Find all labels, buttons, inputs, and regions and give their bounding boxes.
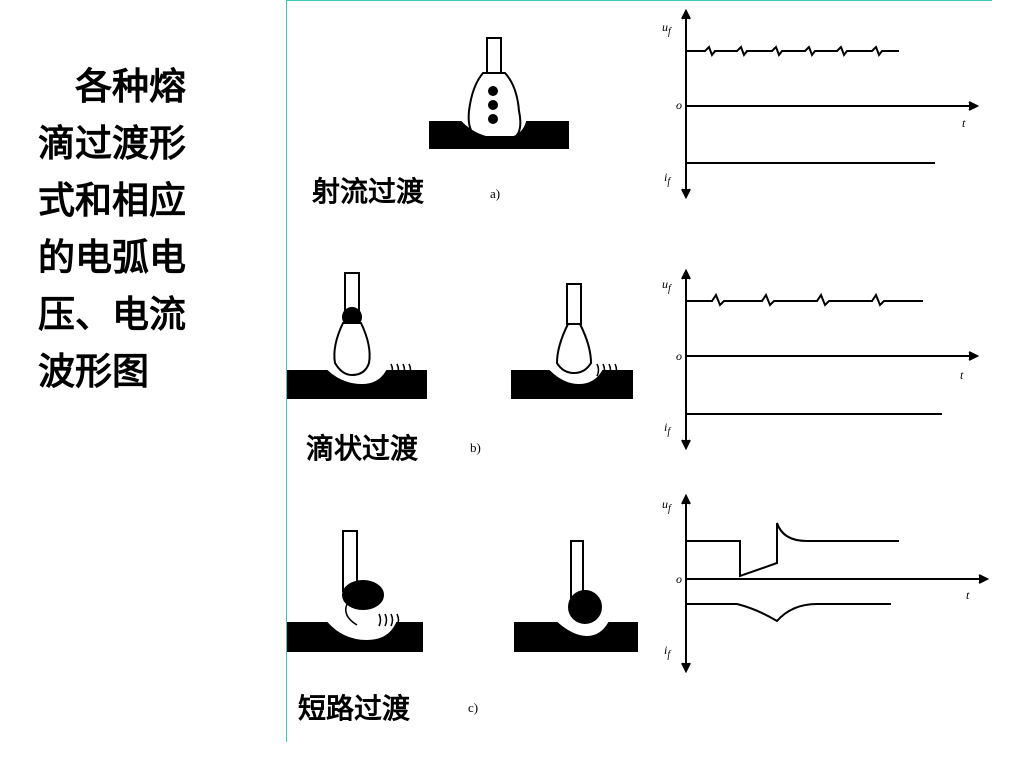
origin-label: o	[676, 349, 682, 363]
panel-a-tag: a)	[490, 186, 501, 201]
side-title-line: 的电弧电	[38, 235, 186, 279]
side-title: 各种熔 滴过渡形 式和相应 的电弧电 压、电流 波形图	[38, 58, 208, 400]
short-circuit-transfer-label: 短路过渡	[298, 692, 411, 725]
panel-b-tag: b)	[470, 440, 481, 455]
side-title-line: 式和相应	[38, 178, 186, 222]
panel-top-border	[286, 0, 992, 1]
panel-c-tag: c)	[468, 700, 479, 715]
origin-label: o	[676, 572, 682, 586]
side-title-line: 各种熔	[38, 64, 186, 108]
side-title-line: 波形图	[38, 349, 149, 393]
globular-transfer-sketch	[287, 272, 633, 399]
current-axis-label: if	[664, 170, 671, 188]
spray-transfer-sketch	[429, 37, 569, 149]
voltage-axis-label: uf	[662, 20, 671, 38]
globular-waveforms	[681, 268, 980, 451]
transfer-figure	[287, 8, 990, 674]
globular-transfer-label: 滴状过渡	[306, 432, 419, 465]
side-title-line: 滴过渡形	[38, 121, 186, 165]
voltage-axis-label: uf	[662, 497, 671, 515]
spray-transfer-label: 射流过渡	[312, 175, 425, 208]
time-axis-label: t	[966, 588, 970, 602]
short-circuit-waveforms	[681, 493, 990, 674]
time-axis-label: t	[960, 368, 964, 382]
voltage-axis-label: uf	[662, 277, 671, 295]
current-axis-label: if	[664, 420, 671, 438]
side-title-line: 压、电流	[38, 292, 186, 336]
origin-label: o	[676, 98, 682, 112]
short-circuit-transfer-sketch	[287, 530, 638, 652]
spray-waveforms	[681, 8, 980, 200]
time-axis-label: t	[962, 116, 966, 130]
current-axis-label: if	[664, 643, 671, 661]
